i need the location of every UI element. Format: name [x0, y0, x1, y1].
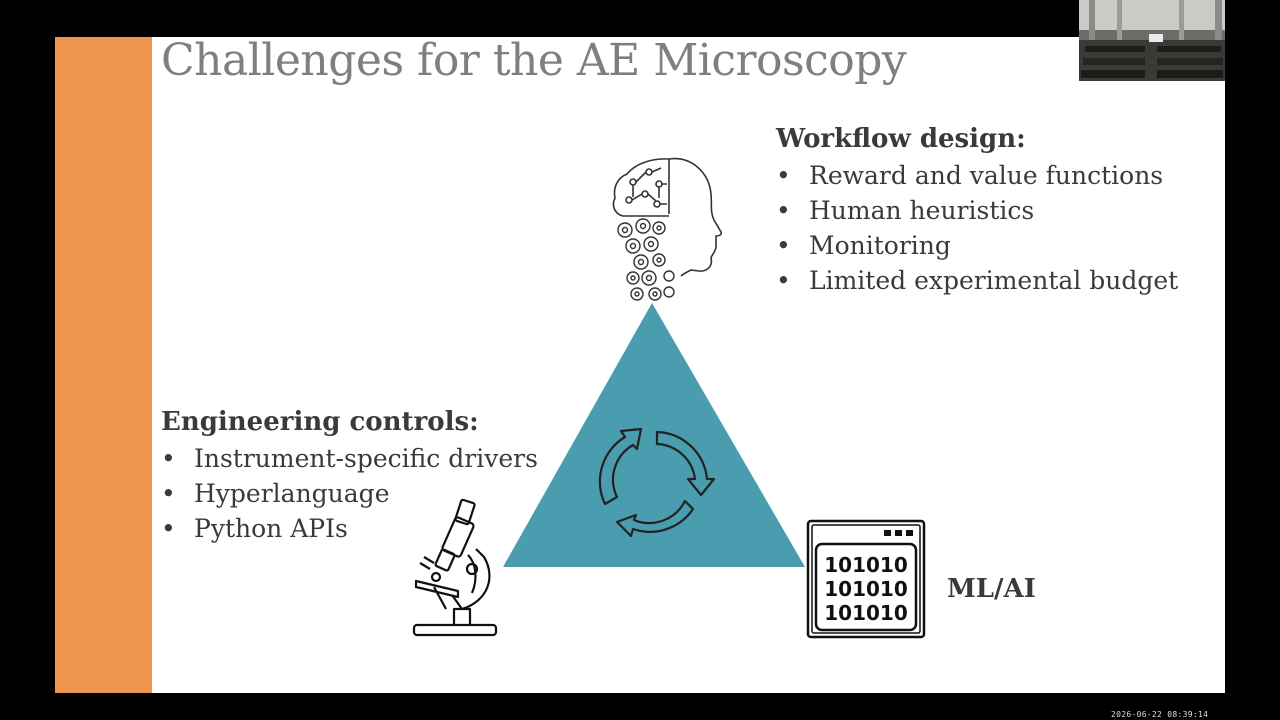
slide-title: Challenges for the AE Microscopy: [161, 37, 907, 86]
list-item: •Hyperlanguage: [161, 479, 390, 508]
list-item: •Reward and value functions: [776, 161, 1164, 190]
binary-line: 101010: [824, 601, 908, 625]
engineering-list: •Instrument-specific drivers •Hyperlangu…: [161, 441, 538, 546]
engineering-controls-block: Engineering controls: •Instrument-specif…: [161, 407, 538, 546]
cycle-arrows-icon: [598, 427, 716, 538]
slide: Challenges for the AE Microscopy Workflo…: [55, 37, 1225, 693]
triangle-shape: [503, 303, 805, 567]
binary-line: 101010: [824, 553, 908, 577]
ml-ai-label: ML/AI: [947, 574, 1036, 604]
binary-line: 101010: [824, 577, 908, 601]
ai-brain-gears-icon: [612, 157, 722, 301]
engineering-heading: Engineering controls:: [161, 407, 479, 437]
microscope-icon: [412, 498, 498, 637]
recording-timestamp: 2026-06-22 08:39:14: [1111, 710, 1209, 719]
list-item: •Monitoring: [776, 231, 951, 260]
workflow-triangle: [503, 303, 805, 567]
list-item: •Python APIs: [161, 514, 348, 543]
list-item: •Limited experimental budget: [776, 266, 1179, 295]
list-item: •Instrument-specific drivers: [161, 444, 538, 473]
workflow-heading: Workflow design:: [776, 124, 1026, 154]
binary-window-icon: 101010 101010 101010: [806, 519, 926, 639]
workflow-design-block: Workflow design: •Reward and value funct…: [776, 124, 1178, 298]
accent-bar: [55, 37, 152, 693]
workflow-list: •Reward and value functions •Human heuri…: [776, 158, 1178, 298]
list-item: •Human heuristics: [776, 196, 1035, 225]
webcam-inset[interactable]: [1079, 0, 1225, 81]
